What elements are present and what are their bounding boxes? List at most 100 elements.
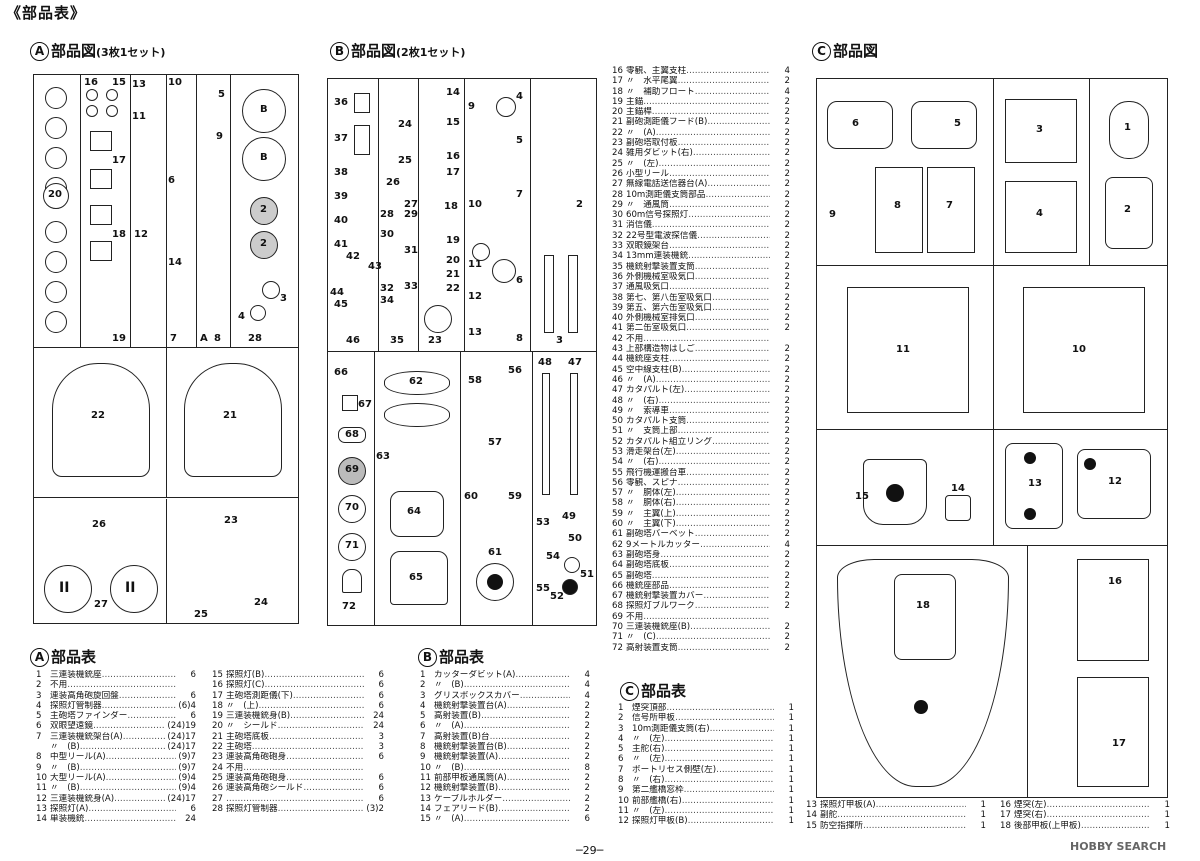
- list-item: 14副舵1: [806, 810, 986, 820]
- part-number: 23: [612, 138, 623, 149]
- part-name: 外側機械室排気口: [626, 313, 770, 323]
- part-a-20: 20: [43, 183, 69, 209]
- list-item: 276: [212, 794, 384, 804]
- part-quantity: 2: [584, 803, 590, 814]
- part-c-14: [945, 495, 971, 521]
- part-number: 17: [212, 690, 223, 701]
- part-quantity: 2: [584, 711, 590, 722]
- letter-badge: B: [330, 42, 349, 61]
- part-name: 単装機銃: [50, 814, 176, 824]
- part-number: 36: [612, 271, 623, 282]
- part-number: 68: [612, 601, 623, 612]
- part-quantity: 2: [784, 642, 790, 653]
- part-number: 56: [612, 477, 623, 488]
- part-number: 14: [806, 810, 817, 821]
- part-name: 機銃座部品: [626, 581, 770, 591]
- part-number: [36, 742, 50, 752]
- part-number: 6: [618, 754, 624, 765]
- part-number: 15: [212, 670, 223, 680]
- part-quantity: (24)17: [167, 793, 196, 804]
- part-number: 33: [612, 241, 623, 252]
- part-quantity: 2: [584, 793, 590, 804]
- part-a-1-large: B: [242, 89, 286, 133]
- sprue-c-cell-11: 11: [817, 265, 994, 430]
- part-number: 13: [420, 793, 431, 804]
- sprue-a-part-21: 21: [166, 347, 298, 498]
- part-quantity: 24: [373, 721, 384, 732]
- sprue-c-cell-18: 18: [817, 545, 1028, 797]
- part-quantity: 1: [980, 810, 986, 821]
- part-name: 副砲塔バーベット: [626, 529, 770, 539]
- part-number: 13: [36, 803, 47, 814]
- part-quantity: 2: [584, 700, 590, 711]
- part-name: 連装高角砲シールド: [226, 783, 364, 793]
- sprue-c-cell-3-4: 3 4: [993, 79, 1090, 266]
- part-name: 煙突(右): [1014, 810, 1150, 820]
- list-item: 65副砲塔2: [612, 571, 790, 581]
- part-number: 27: [212, 793, 223, 804]
- part-number: 10: [36, 772, 47, 783]
- list-item: 46〃 (A)2: [612, 375, 790, 385]
- part-name: 高射装置支筒: [626, 643, 770, 653]
- list-item: 13ケーブルホルダー2: [420, 794, 590, 804]
- part-quantity: 2: [784, 76, 790, 87]
- part-number: 24: [212, 762, 223, 773]
- part-quantity: 1: [980, 800, 986, 810]
- part-name: 上部構造物はしご: [626, 344, 770, 354]
- part-name: 零観、スピナ: [626, 478, 770, 488]
- part-quantity: 1: [788, 805, 794, 816]
- part-number: 7: [618, 764, 624, 775]
- part-name: 〃 主翼(下): [626, 519, 770, 529]
- part-quantity: 2: [784, 138, 790, 149]
- part-quantity: 1: [788, 785, 794, 796]
- letter-badge: C: [812, 42, 831, 61]
- part-number: 5: [420, 711, 426, 722]
- part-name: 10m測距儀支筒(右): [632, 724, 774, 734]
- part-number: 1: [618, 703, 624, 713]
- part-number: 16: [612, 66, 623, 76]
- part-name: 〃 (左): [632, 806, 774, 816]
- part-number: 24: [612, 148, 623, 159]
- sprue-a-col-5: 5 9 A 8: [196, 75, 231, 347]
- part-number: 14: [36, 814, 47, 825]
- part-quantity: 2: [784, 549, 790, 560]
- part-name: 機銃射撃装置(A): [434, 752, 570, 762]
- part-quantity: 1: [788, 723, 794, 734]
- part-c-6: 6: [827, 101, 893, 149]
- part-b-4: [496, 97, 516, 117]
- part-c-10: 10: [1023, 287, 1145, 413]
- part-name: 機銃射撃装置支筒: [626, 262, 770, 272]
- part-quantity: 2: [584, 783, 590, 794]
- list-item: 57〃 胴体(左)2: [612, 488, 790, 498]
- part-name: 〃 (A): [626, 375, 770, 385]
- part-quantity: 2: [784, 271, 790, 282]
- part-number: 14: [420, 803, 431, 814]
- part-quantity: 2: [784, 560, 790, 571]
- list-item: 36外側機械室吸気口2: [612, 272, 790, 282]
- part-quantity: 2: [784, 344, 790, 355]
- list-item: 3222号型電波探信儀2: [612, 231, 790, 241]
- part-quantity: [770, 612, 790, 622]
- part-number: 4: [618, 733, 624, 744]
- part-name: 前部甲板通風筒(A): [434, 773, 570, 783]
- part-name: 探照灯(A): [50, 804, 176, 814]
- part-number: 54: [612, 457, 623, 468]
- list-item: 68探照灯ブルワーク2: [612, 601, 790, 611]
- part-quantity: 1: [1164, 810, 1170, 821]
- part-name: 副砲塔: [626, 571, 770, 581]
- part-quantity: [364, 763, 384, 773]
- part-name: 第二艦橋窓枠: [632, 785, 774, 795]
- sprue-b-col-3: 14 15 16 17 18 19 20 21 22 23: [418, 79, 465, 352]
- part-quantity: 2: [784, 220, 790, 231]
- part-quantity: [770, 334, 790, 344]
- part-number: 50: [612, 416, 623, 427]
- part-quantity: 2: [784, 508, 790, 519]
